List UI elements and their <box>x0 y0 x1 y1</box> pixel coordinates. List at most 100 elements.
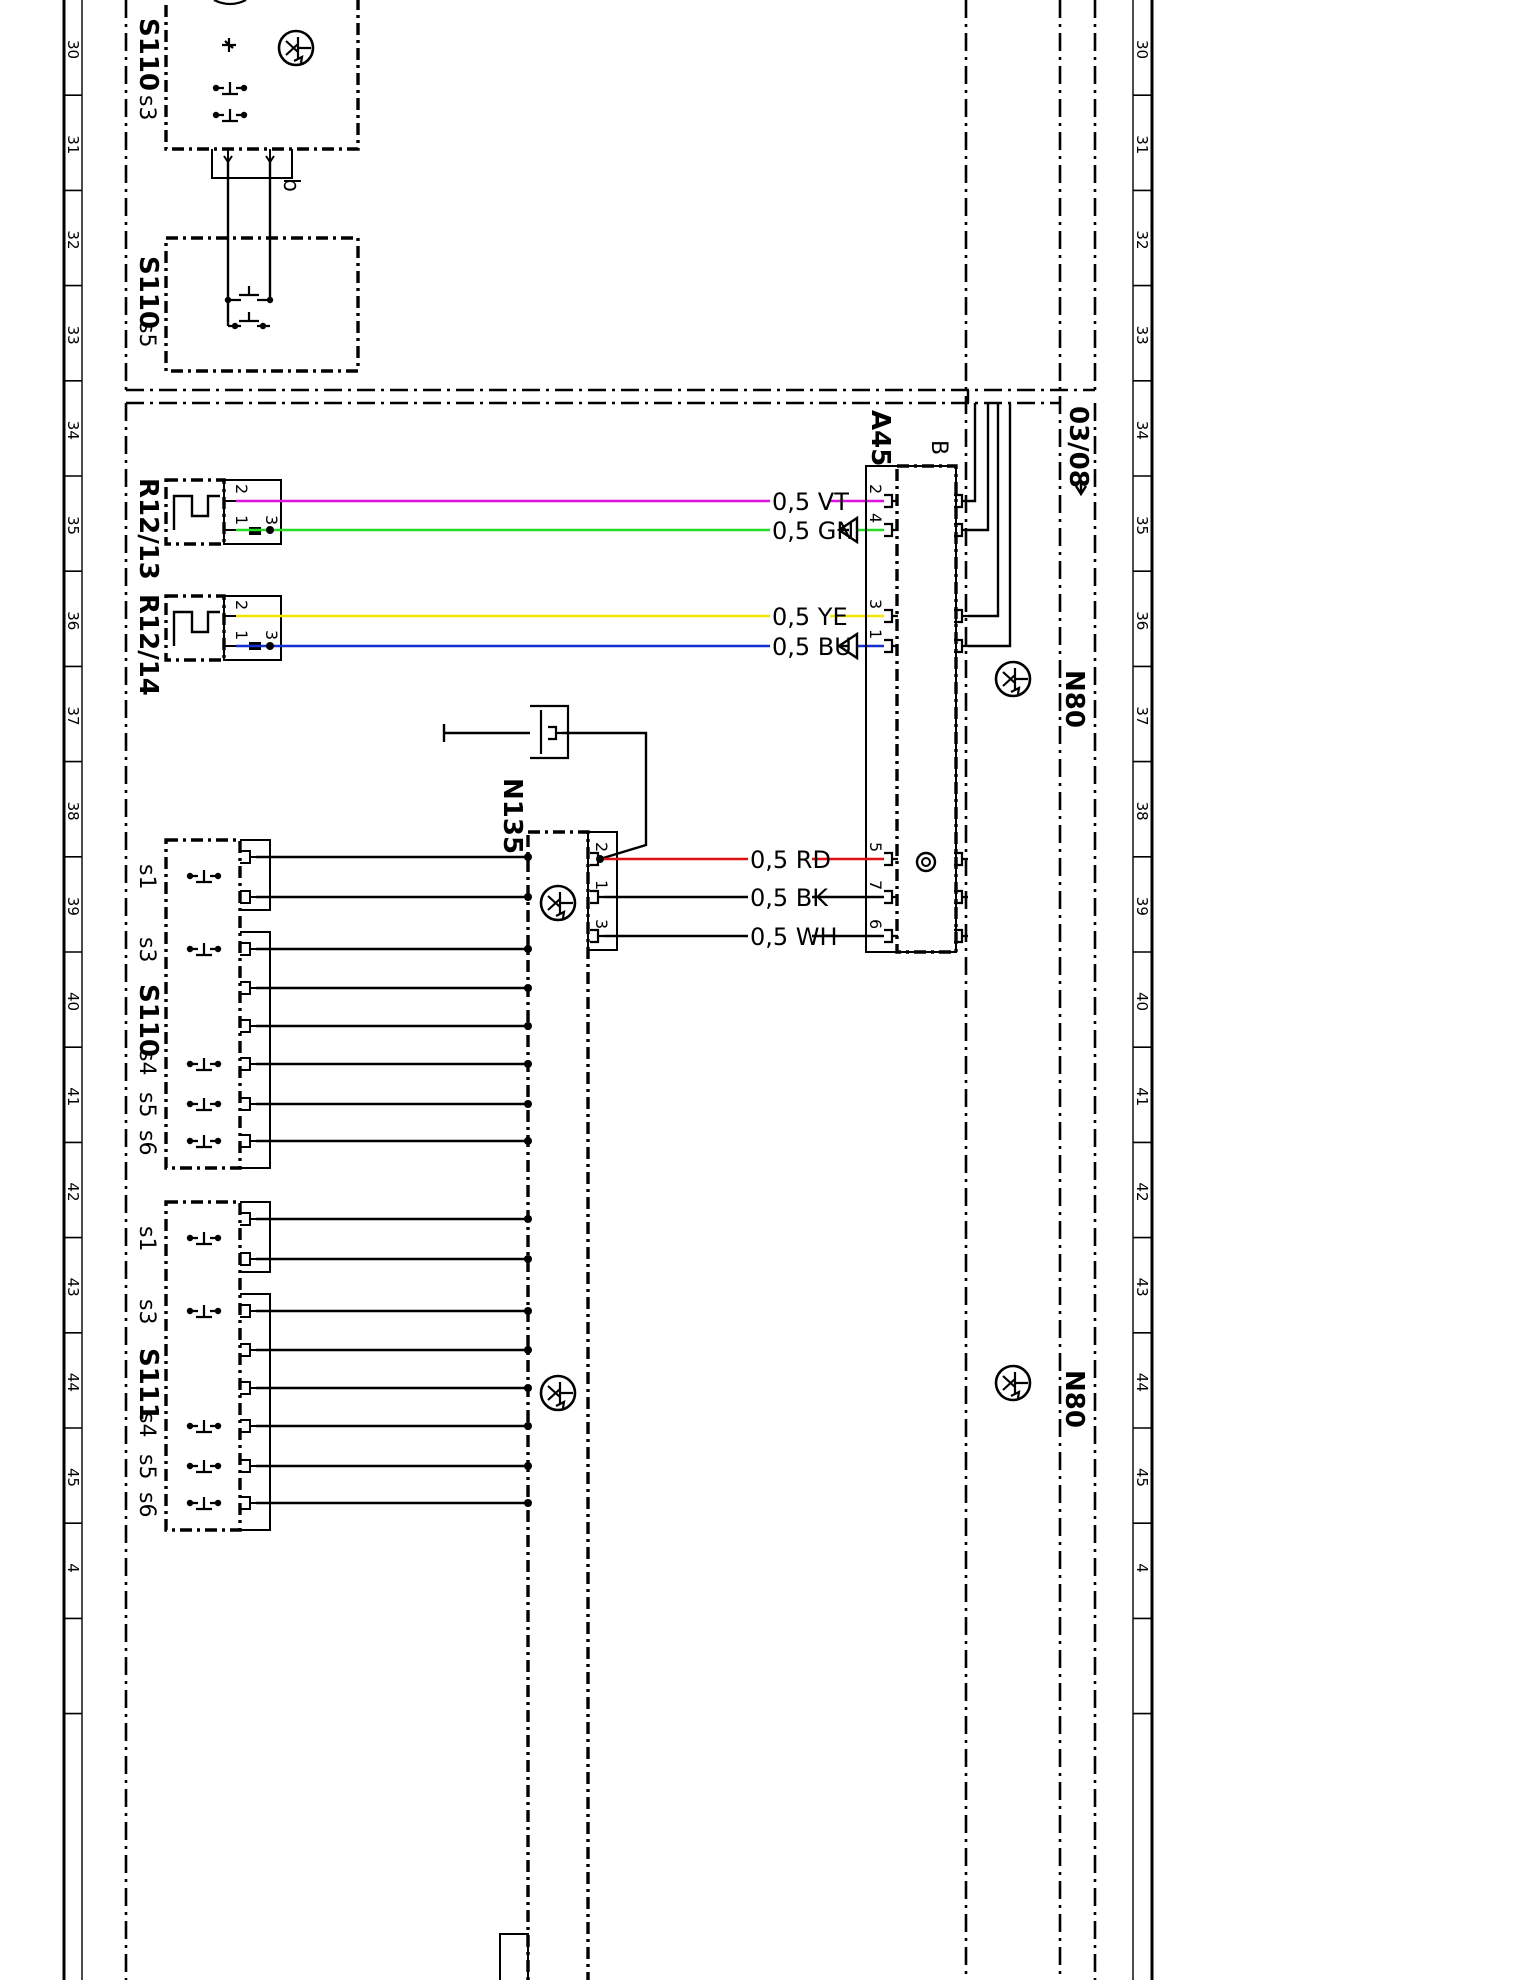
s111-main-sub-s6: s6 <box>134 1492 159 1517</box>
grid-row-number: 40 <box>1133 992 1151 1011</box>
s110-main-sub-s3: s3 <box>134 937 159 962</box>
junction-dot <box>524 893 532 901</box>
grid-row-number: 35 <box>64 516 82 535</box>
n80-lower-label: N80 <box>1059 1370 1089 1428</box>
switch-terminal <box>240 981 256 995</box>
switch-terminal <box>240 1019 256 1033</box>
grid-row-number: 39 <box>1133 897 1151 916</box>
junction-dot <box>524 1307 532 1315</box>
grid-row-number: 43 <box>64 1278 82 1297</box>
r12-13-pin-2: 2 <box>232 484 251 494</box>
grid-row-number: 32 <box>1133 230 1151 249</box>
grid-ticks <box>64 94 1152 1715</box>
a45-bus-wires <box>966 390 1012 648</box>
r12-13-label: R12/13 <box>133 478 163 580</box>
switch-terminal <box>240 890 256 904</box>
switch-terminal <box>240 1057 256 1071</box>
s110-mid-switch-module <box>164 236 360 373</box>
s110-main-label: S110 <box>133 984 163 1057</box>
n135-lower-bus-icon <box>539 1374 577 1412</box>
junction-dot <box>524 1137 532 1145</box>
grid-row-number: 38 <box>64 802 82 821</box>
n135-external-connector <box>442 704 648 861</box>
n135-label: N135 <box>497 778 527 854</box>
switch-terminal <box>240 1134 256 1148</box>
grid-row-number: 33 <box>64 326 82 345</box>
r12-13-pin-1: 1 <box>232 515 251 525</box>
junction-dot <box>524 984 532 992</box>
grid-row-number: 44 <box>64 1373 82 1392</box>
antenna-coil-icon <box>915 851 937 873</box>
grid-row-number: 34 <box>64 421 82 440</box>
switch-terminal <box>240 1343 256 1357</box>
s110-main-sub-s1: s1 <box>134 864 159 889</box>
r12-13-sensor <box>164 478 282 546</box>
a45-module <box>865 464 970 954</box>
s110-interconnect-wires <box>226 160 272 326</box>
s110-main-sub-s5: s5 <box>134 1092 159 1117</box>
r12-14-pin-3: 3 <box>262 630 281 640</box>
grid-row-number: 4 <box>1133 1563 1151 1573</box>
reference-label: 03/08 <box>1063 406 1093 488</box>
junction-dot <box>524 1022 532 1030</box>
grid-row-number: 38 <box>1133 802 1151 821</box>
wire-label-wh: 0,5 WH <box>750 923 838 951</box>
n135-pin-2: 2 <box>592 842 611 852</box>
n80-lower-bus-icon <box>994 1364 1032 1402</box>
grid-row-number: 32 <box>64 230 82 249</box>
junction-dot <box>524 1384 532 1392</box>
grid-row-number: 41 <box>1133 1087 1151 1106</box>
wire-label-rd: 0,5 RD <box>750 846 831 874</box>
s110-mid-sub-label: s5 <box>134 322 159 347</box>
n135-module <box>499 830 618 1980</box>
grid-row-number: 42 <box>1133 1182 1151 1201</box>
grid-row-number: 45 <box>64 1468 82 1487</box>
s111-main-sub-s1: s1 <box>134 1226 159 1251</box>
grid-row-number: 37 <box>1133 706 1151 725</box>
s111-main-sub-s5: s5 <box>134 1454 159 1479</box>
s110-upper-sub-label: s3 <box>134 95 159 120</box>
grid-row-number: 4 <box>64 1563 82 1573</box>
junction-dot <box>524 1499 532 1507</box>
wire-label-bk: 0,5 BK <box>750 884 829 912</box>
wire-label-ye: 0,5 YE <box>772 603 848 631</box>
switch-terminal <box>240 1496 256 1510</box>
s110-upper-switch-module <box>164 0 360 179</box>
n80-upper-label: N80 <box>1059 670 1089 728</box>
arrow-down-icon <box>1074 480 1088 497</box>
r12-13-pin-3: 3 <box>262 515 281 525</box>
switch-terminal <box>240 1304 256 1318</box>
junction-dot <box>524 1346 532 1354</box>
n135-upper-bus-icon <box>539 884 577 922</box>
grid-row-number: 34 <box>1133 421 1151 440</box>
switch-terminal <box>240 1459 256 1473</box>
right-grid-ruler <box>1132 0 1154 1980</box>
wire-label-gn: 0,5 GN <box>772 517 854 545</box>
branch-label: b <box>278 178 303 192</box>
a45-pin-3: 3 <box>866 599 885 609</box>
n135-pin-1: 1 <box>592 880 611 890</box>
junction-dot <box>524 1255 532 1263</box>
grid-row-number: 33 <box>1133 326 1151 345</box>
upper-frame <box>124 0 1097 392</box>
switch-terminal <box>240 1381 256 1395</box>
s111-main-label: S111 <box>133 1348 163 1421</box>
grid-row-number: 42 <box>64 1182 82 1201</box>
grid-row-number: 40 <box>64 992 82 1011</box>
junction-dot <box>524 1462 532 1470</box>
switch-terminal <box>240 1419 256 1433</box>
grid-row-number: 30 <box>1133 40 1151 59</box>
wire-label-vt: 0,5 VT <box>772 488 849 516</box>
s110-signal-lines <box>240 850 532 1148</box>
grid-row-number: 44 <box>1133 1373 1151 1392</box>
junction-dot <box>524 1215 532 1223</box>
grid-row-number: 31 <box>64 135 82 154</box>
s111-signal-lines <box>240 1212 532 1510</box>
grid-row-number: 45 <box>1133 1468 1151 1487</box>
switch-terminal <box>240 942 256 956</box>
switch-terminal <box>240 1252 256 1266</box>
r12-14-pin-2: 2 <box>232 600 251 610</box>
a45-pin-2: 2 <box>866 484 885 494</box>
